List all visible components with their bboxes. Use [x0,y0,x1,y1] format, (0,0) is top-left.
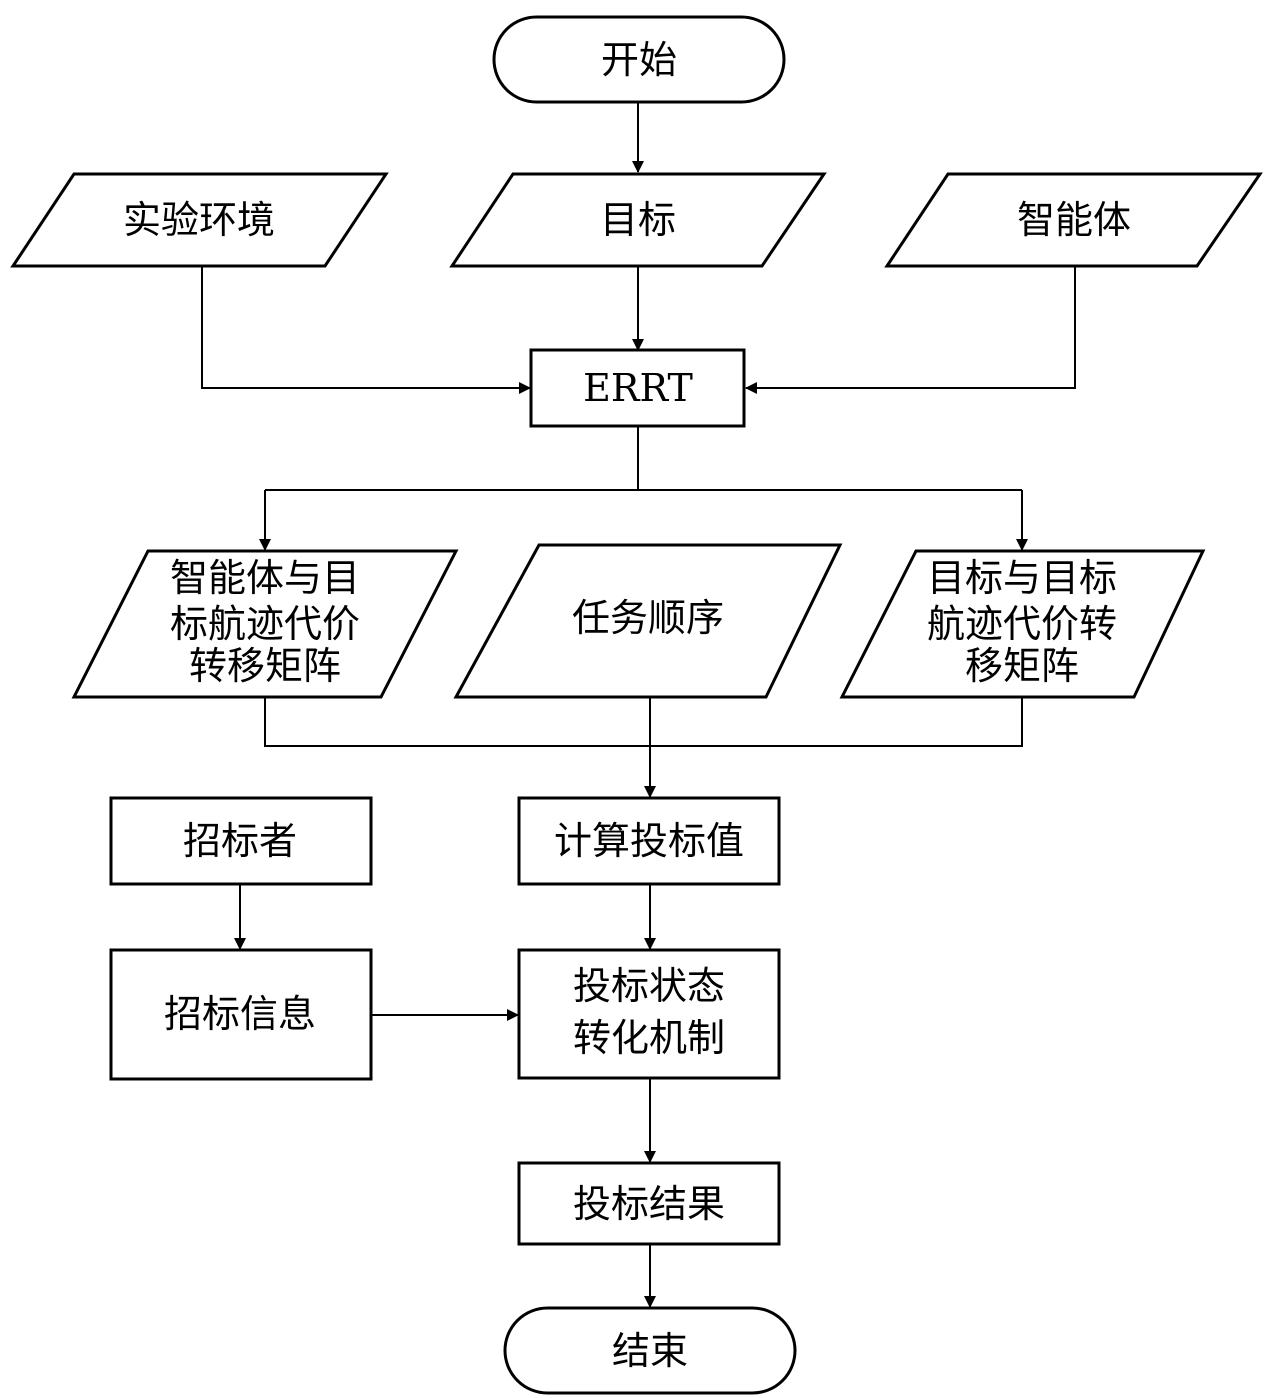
compute-bid-node: 计算投标值 [517,796,781,886]
agent-label: 智能体 [1017,198,1131,242]
target-target-matrix-line-3: 移矩阵 [965,644,1079,688]
bid-state-line-1: 投标状态 [573,964,725,1008]
tender-info-node: 招标信息 [109,948,373,1081]
target-target-matrix-node: 目标与目标 航迹代价转 移矩阵 [839,549,1206,699]
start-label: 开始 [601,38,677,82]
target-label: 目标 [600,198,676,242]
line-matrices-merge [264,698,1023,747]
task-order-node: 任务顺序 [453,543,843,699]
bid-result-node: 投标结果 [517,1161,781,1246]
compute-bid-label: 计算投标值 [554,819,744,863]
bid-result-label: 投标结果 [573,1182,725,1226]
agent-target-matrix-line-1: 智能体与目 [170,556,360,600]
agent-target-matrix-node: 智能体与目 标航迹代价 转移矩阵 [71,549,459,699]
agent-target-matrix-line-3: 转移矩阵 [189,644,341,688]
start-node: 开始 [492,15,786,104]
arrow-env-to-errt [201,266,531,394]
errt-label: ERRT [583,366,693,410]
bid-state-line-2: 转化机制 [573,1016,725,1060]
tenderer-label: 招标者 [183,819,297,863]
tender-info-label: 招标信息 [164,992,316,1036]
end-node: 结束 [503,1306,797,1395]
end-label: 结束 [612,1329,688,1373]
agent-node: 智能体 [884,172,1263,268]
errt-node: ERRT [529,348,746,428]
bid-state-node: 投标状态 转化机制 [517,948,781,1080]
connectors [201,102,1076,1308]
env-node: 实验环境 [10,172,389,268]
env-label: 实验环境 [123,198,275,242]
target-node: 目标 [449,172,827,268]
arrow-agent-to-errt [745,266,1076,394]
target-target-matrix-line-1: 目标与目标 [927,556,1117,600]
task-order-label: 任务顺序 [572,596,724,640]
target-target-matrix-line-2: 航迹代价转 [927,602,1117,646]
tenderer-node: 招标者 [109,796,373,886]
agent-target-matrix-line-2: 标航迹代价 [170,602,360,646]
